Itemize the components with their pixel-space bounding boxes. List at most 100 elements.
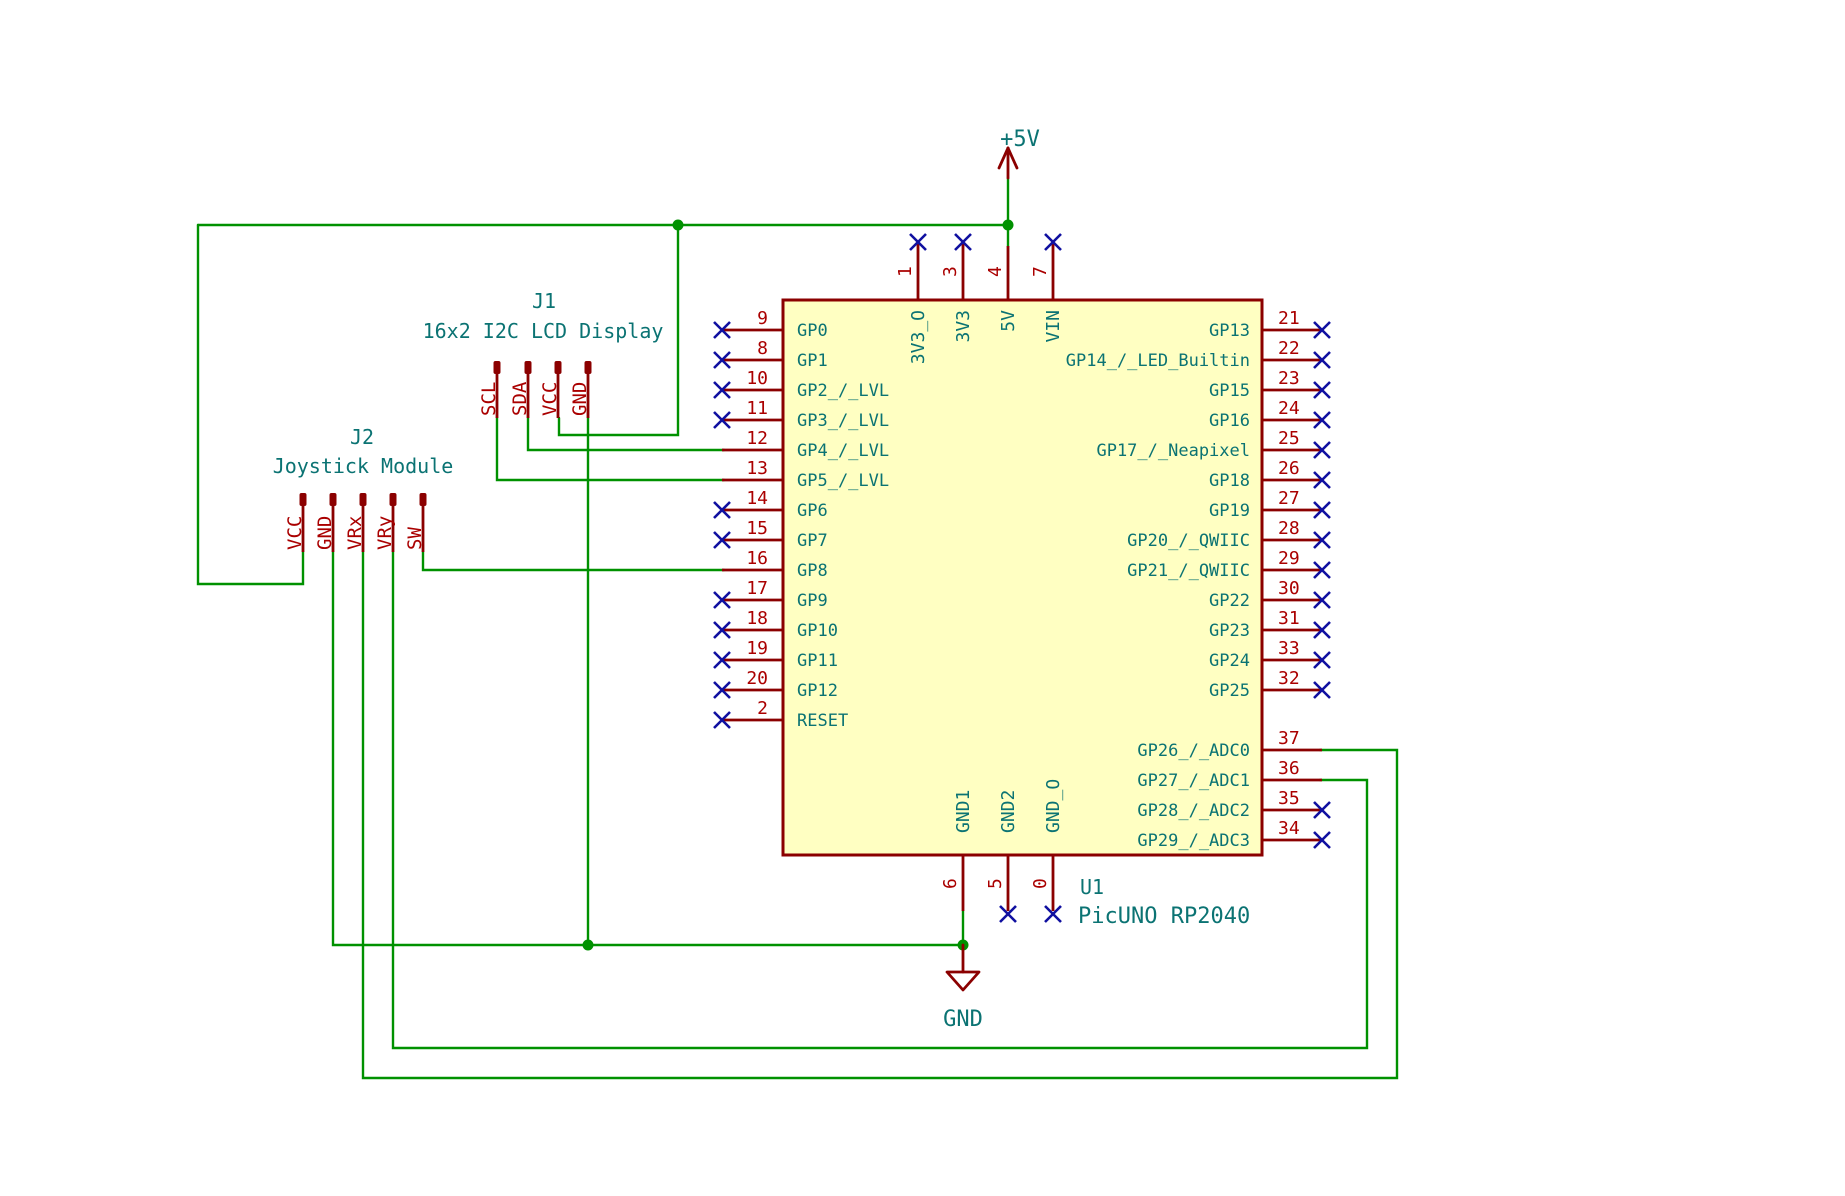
power-5v-symbol	[997, 146, 1019, 180]
connector-pin-label: SDA	[509, 381, 531, 416]
pin-number: 34	[1278, 818, 1300, 839]
no-connect-icon	[999, 905, 1017, 923]
no-connect-icon	[1313, 831, 1331, 849]
pin-name: GP5_/_LVL	[797, 471, 889, 491]
pin-number: 16	[746, 548, 768, 569]
no-connect-icon	[713, 681, 731, 699]
pin-name: GP17_/_Neapixel	[1096, 441, 1250, 461]
gnd-symbol	[945, 943, 981, 992]
no-connect-icon	[1313, 651, 1331, 669]
pin-name: GP6	[797, 501, 828, 521]
pin-number: 19	[746, 638, 768, 659]
pin-name: GP0	[797, 321, 828, 341]
no-connect-icon	[713, 621, 731, 639]
no-connect-icon	[713, 651, 731, 669]
no-connect-icon	[1313, 681, 1331, 699]
pin-name: GP11	[797, 651, 838, 671]
no-connect-icon	[1313, 411, 1331, 429]
pin-number: 25	[1278, 428, 1300, 449]
connector-pin-label: VRx	[344, 516, 366, 550]
pin-name: GP3_/_LVL	[797, 411, 889, 431]
wire	[361, 550, 1399, 1080]
pin-number: 6	[940, 878, 961, 889]
pin-number: 0	[1030, 878, 1051, 889]
pin-number: 8	[757, 338, 768, 359]
pin-name: GND1	[953, 790, 974, 833]
connector-pin-cap	[524, 361, 532, 374]
pin-name: GND_O	[1043, 779, 1064, 833]
pin-number: 33	[1278, 638, 1300, 659]
pin-number: 12	[746, 428, 768, 449]
pin-number: 26	[1278, 458, 1300, 479]
power-arrow-icon	[997, 146, 1010, 170]
power-arrow-icon	[1006, 146, 1019, 170]
pin-name: GP13	[1209, 321, 1250, 341]
connector-pin-cap	[554, 361, 562, 374]
no-connect-icon	[1313, 441, 1331, 459]
gnd-label: GND	[943, 1007, 983, 1032]
connector-pin-label: GND	[569, 382, 591, 416]
pin-number: 22	[1278, 338, 1300, 359]
pin-name: GP4_/_LVL	[797, 441, 889, 461]
pin-number: 23	[1278, 368, 1300, 389]
pin-name: GP29_/_ADC3	[1137, 831, 1250, 851]
pin-name: GP14_/_LED_Builtin	[1066, 351, 1250, 371]
no-connect-icon	[713, 411, 731, 429]
symbols-layer: 9GP08GP110GP2_/_LVL11GP3_/_LVL12GP4_/_LV…	[284, 233, 1331, 923]
pin-number: 32	[1278, 668, 1300, 689]
pin-name: GND2	[998, 790, 1019, 833]
j1-reference: J1	[532, 289, 556, 313]
pin-name: GP22	[1209, 591, 1250, 611]
pin-name: GP10	[797, 621, 838, 641]
connector-pin-cap	[329, 493, 337, 506]
pin-name: GP7	[797, 531, 828, 551]
pin-number: 24	[1278, 398, 1300, 419]
wire	[331, 550, 965, 947]
junction-dot	[582, 939, 594, 951]
j2-reference: J2	[350, 425, 374, 449]
no-connect-icon	[713, 351, 731, 369]
pin-name: GP8	[797, 561, 828, 581]
no-connect-icon	[713, 501, 731, 519]
pin-number: 2	[757, 698, 768, 719]
pin-name: GP9	[797, 591, 828, 611]
pin-name: GP25	[1209, 681, 1250, 701]
pin-name: GP1	[797, 351, 828, 371]
pin-name: RESET	[797, 711, 848, 731]
pin-name: GP28_/_ADC2	[1137, 801, 1250, 821]
pin-number: 36	[1278, 758, 1300, 779]
pin-name: 5V	[998, 310, 1019, 332]
connector-pin-label: SW	[404, 527, 426, 550]
u1-value: PicUNO RP2040	[1078, 904, 1250, 929]
pin-number: 14	[746, 488, 768, 509]
connector-pin-label: VCC	[284, 516, 306, 550]
pin-name: GP15	[1209, 381, 1250, 401]
pin-name: GP23	[1209, 621, 1250, 641]
pin-name: GP2_/_LVL	[797, 381, 889, 401]
connector-pin-label: VCC	[539, 382, 561, 416]
u1-reference: U1	[1080, 875, 1104, 899]
no-connect-icon	[954, 233, 972, 251]
pin-name: GP16	[1209, 411, 1250, 431]
pin-number: 30	[1278, 578, 1300, 599]
no-connect-icon	[713, 321, 731, 339]
pin-number: 21	[1278, 308, 1300, 329]
wire	[421, 550, 726, 572]
junction-dot	[1002, 219, 1014, 231]
no-connect-icon	[713, 531, 731, 549]
connector-pin-cap	[299, 493, 307, 506]
wire	[557, 223, 680, 437]
connector-pin-cap	[359, 493, 367, 506]
pin-number: 37	[1278, 728, 1300, 749]
no-connect-icon	[1313, 471, 1331, 489]
junction-dot	[672, 219, 684, 231]
no-connect-icon	[1044, 905, 1062, 923]
pin-number: 17	[746, 578, 768, 599]
no-connect-icon	[713, 591, 731, 609]
pin-number: 1	[895, 266, 916, 277]
no-connect-icon	[1313, 381, 1331, 399]
pin-number: 4	[985, 266, 1006, 277]
connector-pin-label: VRy	[374, 516, 396, 550]
